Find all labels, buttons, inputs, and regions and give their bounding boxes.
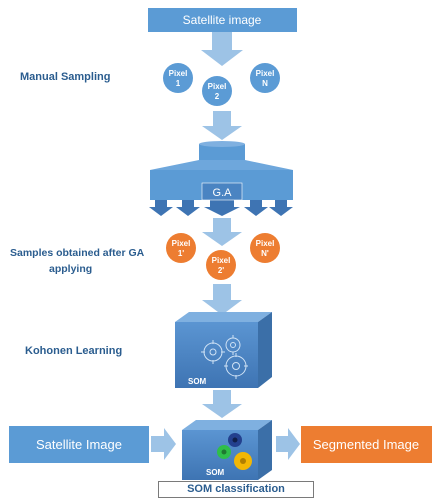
svg-text:N: N [262,79,268,88]
segmented-image-box [301,426,432,463]
pixel-circle-2: Pixel 2 [202,76,232,106]
samples-after-ga-label-line1: Samples obtained after GA [10,247,145,259]
pixel-circle-n: Pixel N [250,63,280,93]
svg-text:Pixel: Pixel [256,239,275,248]
arrow-down-1 [201,32,243,66]
svg-text:Pixel: Pixel [256,69,275,78]
arrow-right-1 [151,428,176,460]
svg-text:Pixel: Pixel [212,256,231,265]
pixel-circle-n-prime: Pixel N' [250,233,280,263]
ga-label-box [201,182,243,201]
satellite-image-top-box [148,8,297,32]
som-cube-learning [175,312,272,388]
svg-text:1': 1' [178,249,184,258]
samples-after-ga-label-line2: applying [49,263,92,275]
ga-funnel [149,141,293,216]
svg-text:2': 2' [218,266,224,275]
arrow-down-4 [202,284,242,315]
satellite-image-left-text: Satellite Image [36,437,122,452]
som-cube-learning-label: SOM [188,377,207,386]
pixel-circle-1-prime: Pixel 1' [166,233,196,263]
svg-text:Pixel: Pixel [172,239,191,248]
svg-text:Pixel: Pixel [169,69,188,78]
satellite-image-top-text: Satellite image [183,13,262,27]
arrow-down-2 [202,111,242,140]
satellite-image-left-box [9,426,149,463]
svg-text:Pixel: Pixel [208,82,227,91]
gears-outline-icon [201,335,248,379]
som-classification-label: SOM classification [158,481,314,498]
manual-sampling-label: Manual Sampling [20,71,110,83]
som-cube-classification [182,420,272,480]
svg-text:1: 1 [176,79,181,88]
svg-text:2: 2 [215,92,220,101]
svg-text:N': N' [261,249,269,258]
arrow-down-5 [202,390,242,418]
arrow-right-2 [276,428,300,460]
segmented-image-text: Segmented Image [313,437,419,452]
arrow-down-3 [202,218,242,246]
som-cube-classification-label: SOM [206,468,225,477]
kohonen-learning-label: Kohonen Learning [25,345,122,357]
ga-label: G.A [213,187,233,199]
pixel-circle-1: Pixel 1 [163,63,193,93]
pixel-circle-2-prime: Pixel 2' [206,250,236,280]
